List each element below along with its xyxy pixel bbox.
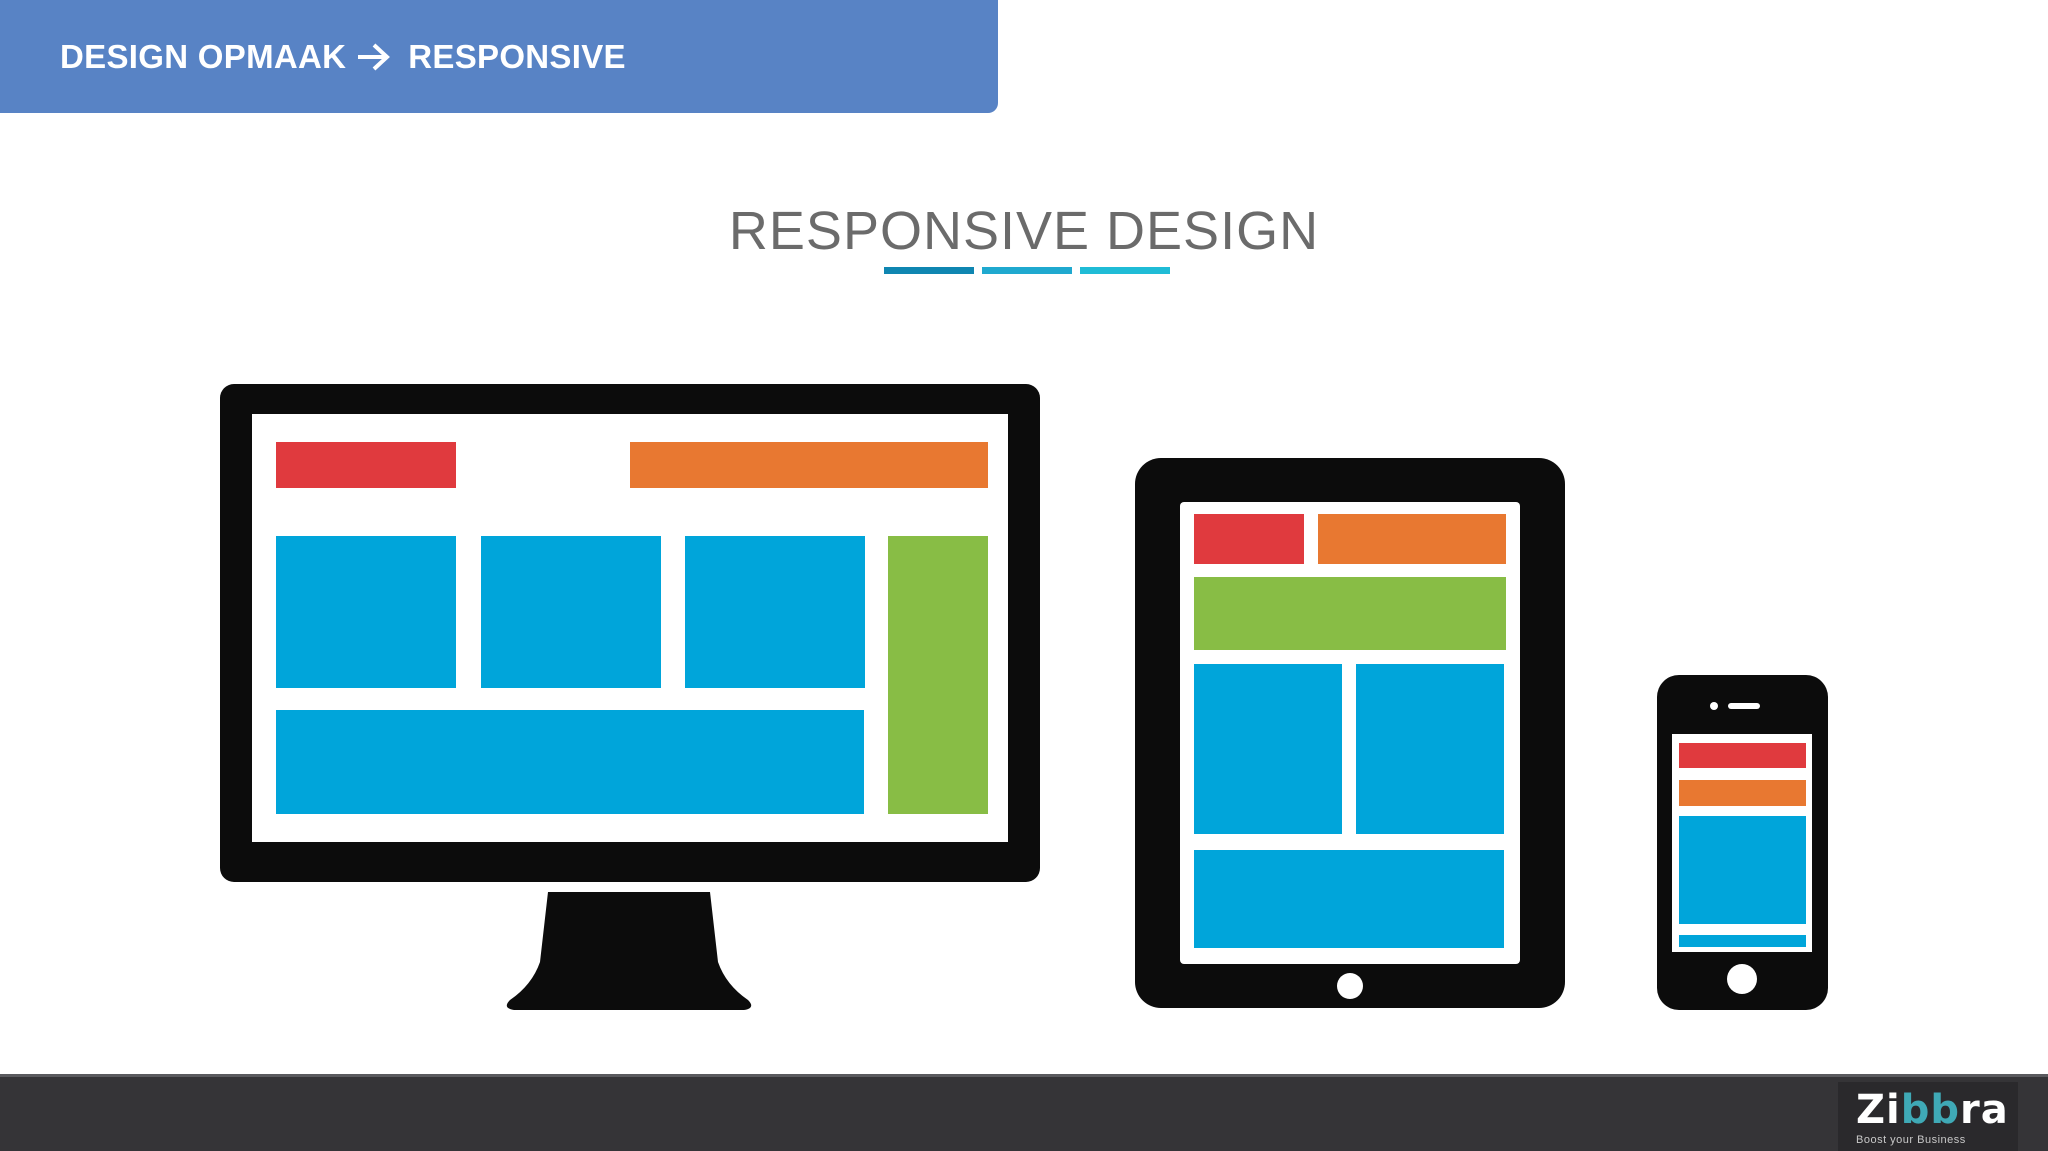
title-underline-segment-1	[884, 267, 974, 274]
monitor-stand	[506, 892, 752, 1010]
desktop-monitor-icon	[220, 384, 1040, 1010]
zibbra-logo: Zibbra Boost your Business	[1838, 1082, 2018, 1151]
monitor-block-blue-1	[276, 536, 456, 688]
tablet-block-orange	[1318, 514, 1506, 564]
tablet-block-red	[1194, 514, 1304, 564]
tablet-block-green	[1194, 577, 1506, 650]
arrow-right-icon	[356, 42, 391, 72]
smartphone-icon	[1657, 675, 1828, 1010]
phone-block-blue	[1679, 816, 1806, 924]
footer-bar	[0, 1074, 2048, 1151]
tablet-block-blue-wide	[1194, 850, 1504, 948]
header-banner: DESIGN OPMAAK RESPONSIVE	[0, 0, 998, 113]
logo-text-part2: bb	[1900, 1087, 1960, 1133]
title-underline-segment-2	[982, 267, 1072, 274]
monitor-block-blue-wide	[276, 710, 864, 814]
phone-block-blue-small	[1679, 935, 1806, 947]
phone-block-red	[1679, 743, 1806, 768]
header-section-label: DESIGN OPMAAK	[60, 37, 347, 75]
logo-text-part3: ra	[1959, 1087, 2009, 1133]
monitor-block-blue-3	[685, 536, 865, 688]
tablet-block-blue-2	[1356, 664, 1504, 834]
slide-title: RESPONSIVE DESIGN	[728, 201, 1320, 261]
monitor-block-green	[888, 536, 988, 814]
tablet-block-blue-1	[1194, 664, 1342, 834]
phone-camera	[1710, 702, 1718, 710]
header-topic-label: RESPONSIVE	[408, 37, 626, 75]
title-underline-segment-3	[1080, 267, 1170, 274]
monitor-block-blue-2	[481, 536, 661, 688]
monitor-block-orange	[630, 442, 988, 488]
logo-tagline: Boost your Business	[1856, 1134, 1966, 1146]
tablet-icon	[1135, 458, 1565, 1008]
phone-home-button	[1727, 964, 1757, 994]
monitor-block-red	[276, 442, 456, 488]
phone-speaker	[1728, 703, 1760, 709]
tablet-home-button	[1337, 973, 1363, 999]
phone-block-orange	[1679, 780, 1806, 806]
logo-wordmark: Zibbra	[1856, 1088, 2018, 1132]
logo-text-part1: Zi	[1856, 1087, 1901, 1133]
